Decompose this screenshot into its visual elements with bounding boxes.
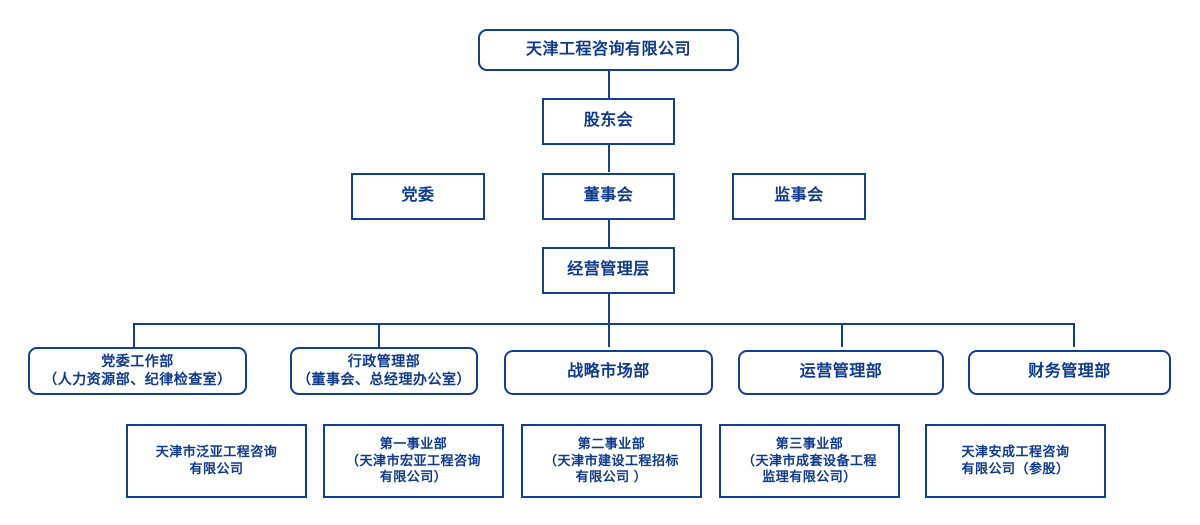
connector-shareholders-to-board [608, 145, 610, 172]
connector-bus-drop-4 [841, 323, 843, 347]
node-board-of-directors[interactable]: 董事会 [542, 173, 675, 220]
node-subsidiary-ancheng[interactable]: 天津安成工程咨询 有限公司（参股） [925, 424, 1106, 498]
node-department-operations[interactable]: 运营管理部 [738, 350, 944, 395]
connector-board-to-management [608, 220, 610, 247]
node-subsidiary-fanya[interactable]: 天津市泛亚工程咨询 有限公司 [126, 424, 307, 498]
node-company[interactable]: 天津工程咨询有限公司 [478, 29, 739, 71]
node-shareholders-meeting[interactable]: 股东会 [542, 98, 675, 145]
node-subsidiary-division-three[interactable]: 第三事业部 （天津市成套设备工程 监理有限公司） [719, 424, 900, 498]
connector-bus-drop-3 [608, 323, 610, 347]
node-board-of-supervisors[interactable]: 监事会 [732, 173, 866, 220]
node-department-party-affairs[interactable]: 党委工作部 （人力资源部、纪律检查室） [28, 347, 247, 395]
node-department-finance[interactable]: 财务管理部 [968, 350, 1171, 395]
node-subsidiary-division-one[interactable]: 第一事业部 （天津市宏亚工程咨询 有限公司） [323, 424, 504, 498]
connector-company-to-shareholders [608, 71, 610, 98]
connector-bus-drop-2 [378, 323, 380, 347]
node-department-administration[interactable]: 行政管理部 （董事会、总经理办公室） [290, 347, 478, 395]
node-department-strategy-market[interactable]: 战略市场部 [504, 350, 713, 395]
connector-management-to-bus [608, 294, 610, 324]
node-party-committee[interactable]: 党委 [351, 173, 485, 220]
node-management-layer[interactable]: 经营管理层 [542, 247, 675, 294]
node-subsidiary-division-two[interactable]: 第二事业部 （天津市建设工程招标 有限公司 ） [521, 424, 702, 498]
connector-bus-drop-1 [133, 323, 135, 347]
connector-bus-drop-5 [1073, 323, 1075, 347]
connector-department-bus [133, 323, 1075, 325]
